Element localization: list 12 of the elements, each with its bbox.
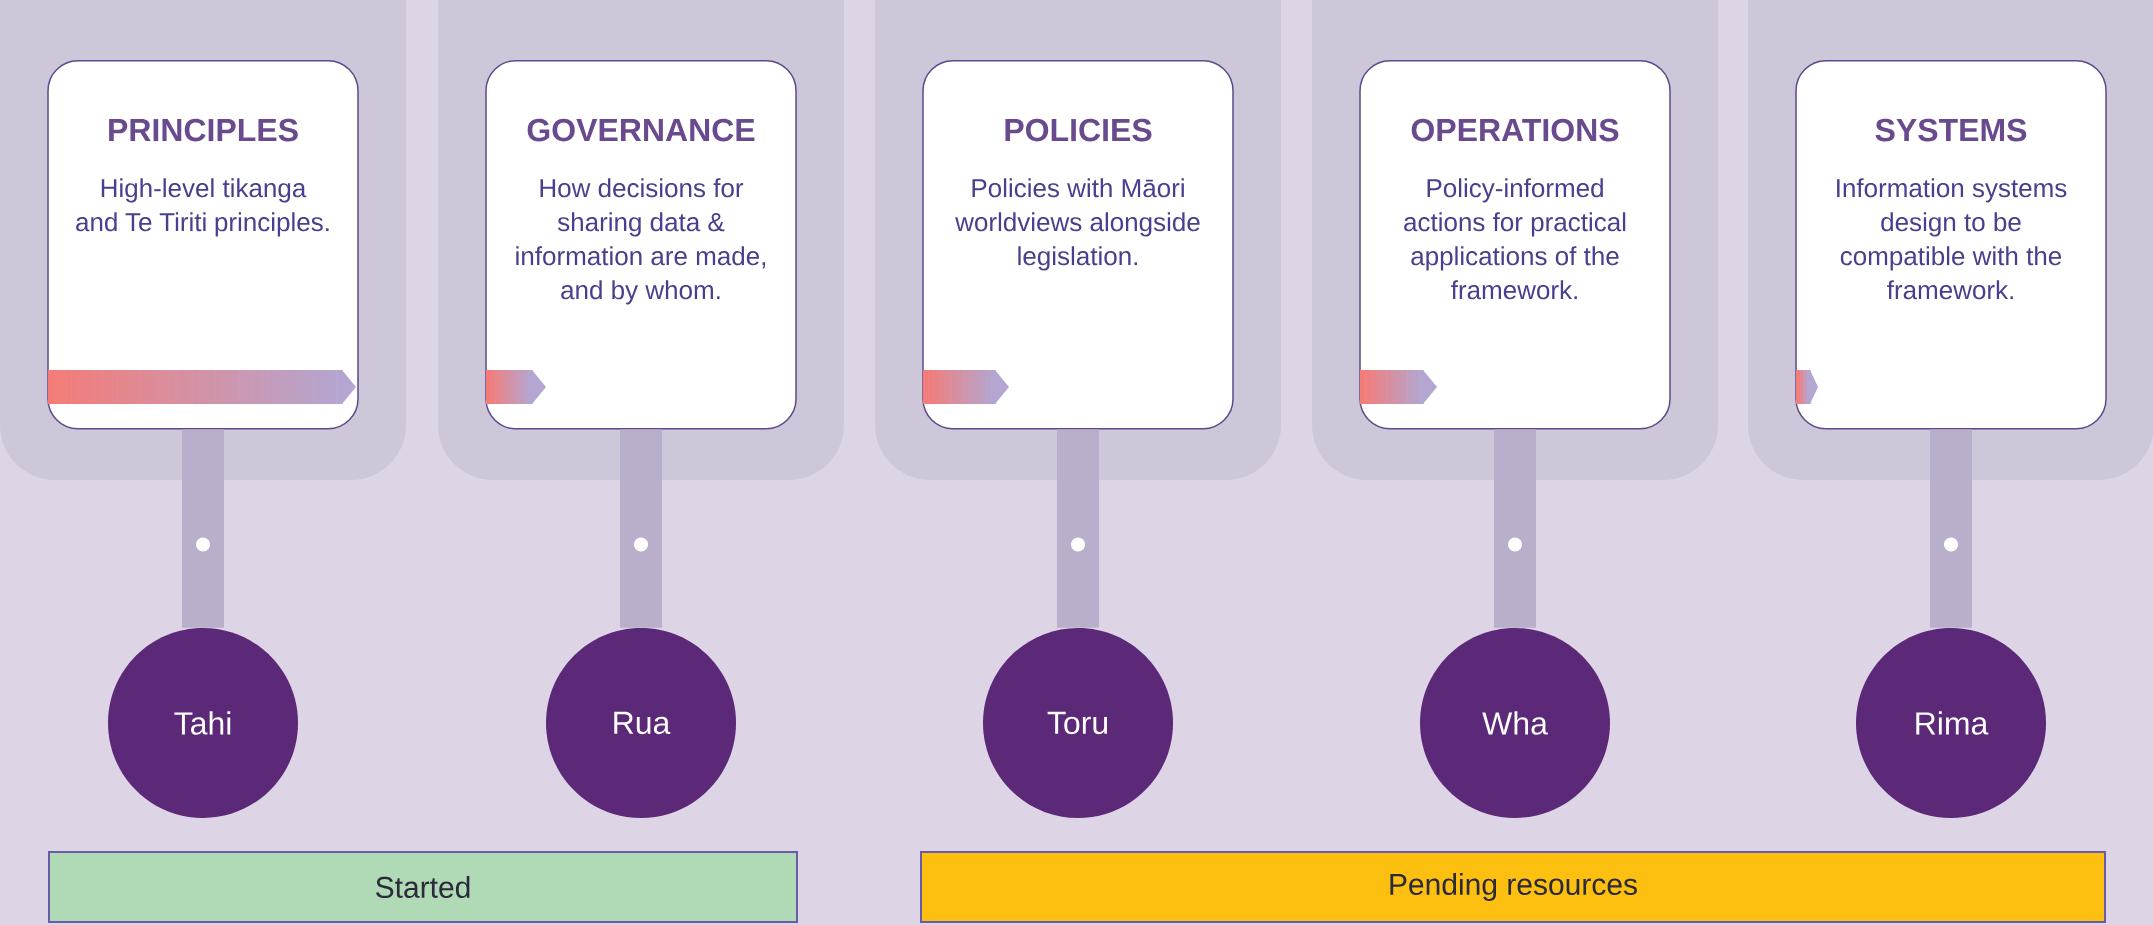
info-card: PRINCIPLES High-level tikanga and Te Tiriti principles. xyxy=(47,60,359,430)
connector-stem xyxy=(620,429,662,628)
connector-stem xyxy=(1930,429,1972,628)
connector-stem xyxy=(1494,429,1536,628)
connector-stem xyxy=(182,429,224,628)
info-card: OPERATIONS Policy-informed actions for practical applications of the framework. xyxy=(1359,60,1671,430)
info-card: POLICIES Policies with Māori worldviews alongside legislation. xyxy=(922,60,1234,430)
info-card: GOVERNANCE How decisions for sharing data & information are made, and by whom. xyxy=(485,60,797,430)
status-bar: Started xyxy=(48,851,798,923)
connector-stem xyxy=(1057,429,1099,628)
info-card: SYSTEMS Information systems design to be compatible with the framework. xyxy=(1795,60,2107,430)
status-bar: Pending resources xyxy=(920,851,2106,923)
